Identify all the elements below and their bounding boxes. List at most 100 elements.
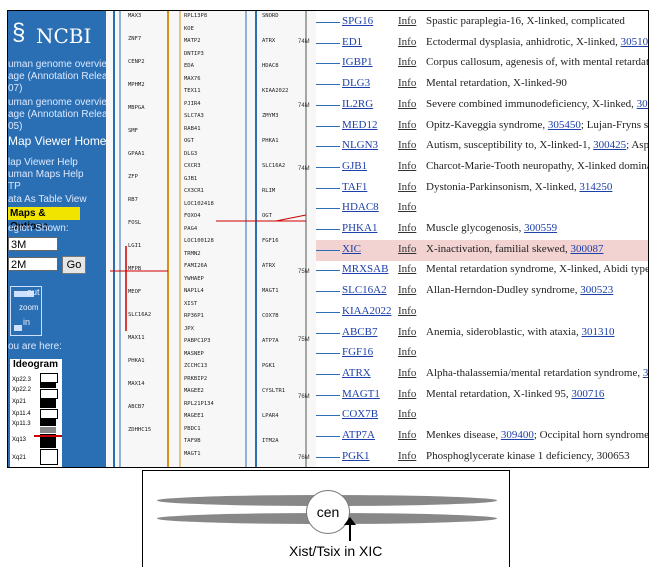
map-gene-label[interactable]: MPHM2 xyxy=(128,82,145,88)
map-gene-label[interactable]: OGT xyxy=(184,138,194,144)
gene-symbol-link[interactable]: MRXSAB xyxy=(342,263,389,276)
map-gene-label[interactable]: PBDC1 xyxy=(184,425,201,432)
omim-link[interactable]: 305450 xyxy=(547,118,581,131)
zoom-out-label[interactable]: out xyxy=(27,287,40,297)
gene-info-link[interactable]: Info xyxy=(398,56,417,69)
gene-symbol-link[interactable]: COX7B xyxy=(342,408,379,421)
map-gene-label[interactable]: RAB41 xyxy=(184,125,201,132)
map-gene-label[interactable]: PABPC1P3 xyxy=(184,338,211,344)
gene-symbol-link[interactable]: TAF1 xyxy=(342,180,368,193)
gene-info-link[interactable]: Info xyxy=(398,15,417,27)
map-gene-label[interactable]: GJB1 xyxy=(184,175,198,182)
map-gene-label[interactable]: FGF16 xyxy=(262,238,279,244)
gene-symbol-link[interactable]: HDAC8 xyxy=(342,201,379,214)
map-gene-label[interactable]: PHKA1 xyxy=(262,138,279,144)
gene-info-link[interactable]: Info xyxy=(398,35,417,48)
map-gene-label[interactable]: DNTIP3 xyxy=(184,50,204,57)
map-gene-label[interactable]: SLC16A2 xyxy=(262,163,286,169)
map-gene-label[interactable]: CYSLTR1 xyxy=(262,388,286,394)
sidebar-link-overview-1c[interactable]: 07) xyxy=(8,83,23,94)
map-gene-label[interactable]: MBPGA xyxy=(128,105,145,111)
omim-link[interactable]: 305100 xyxy=(620,35,649,48)
map-gene-label[interactable]: ZNF7 xyxy=(128,36,142,42)
region-start-field[interactable]: 3M xyxy=(8,237,58,251)
omim-link[interactable]: 300087 xyxy=(570,242,604,255)
map-gene-label[interactable]: RPL21P134 xyxy=(184,400,214,407)
gene-info-link[interactable]: Info xyxy=(398,304,417,317)
map-gene-label[interactable]: MAX11 xyxy=(128,335,145,341)
map-gene-label[interactable]: PGK1 xyxy=(262,363,276,369)
omim-link[interactable]: 300523 xyxy=(580,284,614,297)
map-gene-label[interactable]: JPX xyxy=(184,325,194,332)
map-gene-label[interactable]: RPL13P8 xyxy=(184,13,208,19)
map-gene-label[interactable]: YWHAEP xyxy=(184,275,204,282)
map-gene-label[interactable]: MAGEE1 xyxy=(184,413,204,419)
gene-symbol-link[interactable]: XIC xyxy=(342,242,361,255)
map-gene-label[interactable]: OGT xyxy=(262,213,272,219)
map-gene-label[interactable]: TEX11 xyxy=(184,88,201,94)
omim-link[interactable]: 300559 xyxy=(524,222,558,234)
region-end-field[interactable]: 2M xyxy=(8,257,58,271)
omim-link[interactable]: 300716 xyxy=(571,387,605,400)
map-gene-label[interactable]: LPAR4 xyxy=(262,413,279,419)
omim-link[interactable]: 300425 xyxy=(593,139,627,152)
map-gene-label[interactable]: MAGT1 xyxy=(262,288,279,294)
gene-info-link[interactable]: Info xyxy=(398,429,417,441)
map-gene-label[interactable]: MAGEE2 xyxy=(184,388,204,394)
map-gene-label[interactable]: ZMYM3 xyxy=(262,113,279,119)
gene-symbol-link[interactable]: NLGN3 xyxy=(342,139,379,152)
gene-info-link[interactable]: Info xyxy=(398,449,417,462)
map-gene-label[interactable]: DLG3 xyxy=(184,150,198,157)
gene-info-link[interactable]: Info xyxy=(398,97,417,110)
map-gene-label[interactable]: FOSL xyxy=(128,220,142,226)
omim-link[interactable]: 30040 xyxy=(636,97,648,110)
gene-symbol-link[interactable]: FGF16 xyxy=(342,346,374,359)
gene-symbol-link[interactable]: MAGT1 xyxy=(342,387,380,400)
gene-symbol-link[interactable]: IL2RG xyxy=(342,97,374,110)
human-maps-help-link[interactable]: uman Maps Help xyxy=(8,169,84,180)
map-gene-label[interactable]: RLIM xyxy=(262,188,276,194)
gene-info-link[interactable]: Info xyxy=(398,118,417,131)
map-gene-label[interactable]: RB7 xyxy=(128,197,138,203)
map-gene-label[interactable]: NAP1L4 xyxy=(184,288,204,294)
table-view-link[interactable]: ata As Table View xyxy=(8,194,87,205)
go-button[interactable]: Go xyxy=(62,256,86,274)
map-viewer-home-link[interactable]: Map Viewer Home xyxy=(8,134,107,148)
omim-link[interactable]: 309400 xyxy=(500,429,534,441)
map-gene-label[interactable]: LOC102418 xyxy=(184,200,214,207)
omim-link[interactable]: 314250 xyxy=(579,180,613,193)
map-gene-label[interactable]: PAG4 xyxy=(184,225,198,232)
map-gene-label[interactable]: TAF9B xyxy=(184,438,201,444)
map-gene-label[interactable]: SMF xyxy=(128,128,138,134)
omim-link[interactable]: 301310 xyxy=(581,325,615,338)
gene-symbol-link[interactable]: ED1 xyxy=(342,35,363,48)
gene-symbol-link[interactable]: KIAA2022 xyxy=(342,304,392,317)
omim-link[interactable]: 30104 xyxy=(642,366,649,379)
map-gene-label[interactable]: ATRX xyxy=(262,263,276,269)
map-gene-label[interactable]: ZCCHC13 xyxy=(184,363,208,369)
gene-symbol-link[interactable]: DLG3 xyxy=(342,77,371,90)
map-gene-label[interactable]: ZDHHC15 xyxy=(128,427,152,433)
gene-info-link[interactable]: Info xyxy=(398,180,417,193)
gene-symbol-link[interactable]: ATP7A xyxy=(342,429,376,441)
gene-info-link[interactable]: Info xyxy=(398,263,417,276)
map-gene-label[interactable]: RP36P1 xyxy=(184,313,204,319)
map-gene-label[interactable]: SNORD xyxy=(262,13,279,19)
map-gene-label[interactable]: ATP7A xyxy=(262,338,279,344)
map-gene-label[interactable]: ATRX xyxy=(262,38,276,44)
map-gene-label[interactable]: MATP2 xyxy=(184,38,201,44)
map-gene-label[interactable]: CENP2 xyxy=(128,59,145,65)
gene-symbol-link[interactable]: SPG16 xyxy=(342,15,374,27)
map-gene-label[interactable]: ABCB7 xyxy=(128,404,145,410)
sidebar-link-overview-2b[interactable]: age (Annotation Release xyxy=(8,109,119,120)
sidebar-link-overview-2c[interactable]: 05) xyxy=(8,121,23,132)
map-gene-label[interactable]: MFPB xyxy=(128,266,142,272)
map-gene-label[interactable]: MAX76 xyxy=(184,75,201,82)
gene-symbol-link[interactable]: ABCB7 xyxy=(342,325,378,338)
map-gene-label[interactable]: FOXO4 xyxy=(184,213,201,219)
map-gene-label[interactable]: FAMI26A xyxy=(184,263,208,269)
gene-symbol-link[interactable]: SLC16A2 xyxy=(342,284,387,297)
gene-symbol-link[interactable]: ATRX xyxy=(342,366,371,379)
gene-symbol-link[interactable]: IGBP1 xyxy=(342,56,373,69)
map-gene-label[interactable]: CX3CR1 xyxy=(184,188,204,194)
